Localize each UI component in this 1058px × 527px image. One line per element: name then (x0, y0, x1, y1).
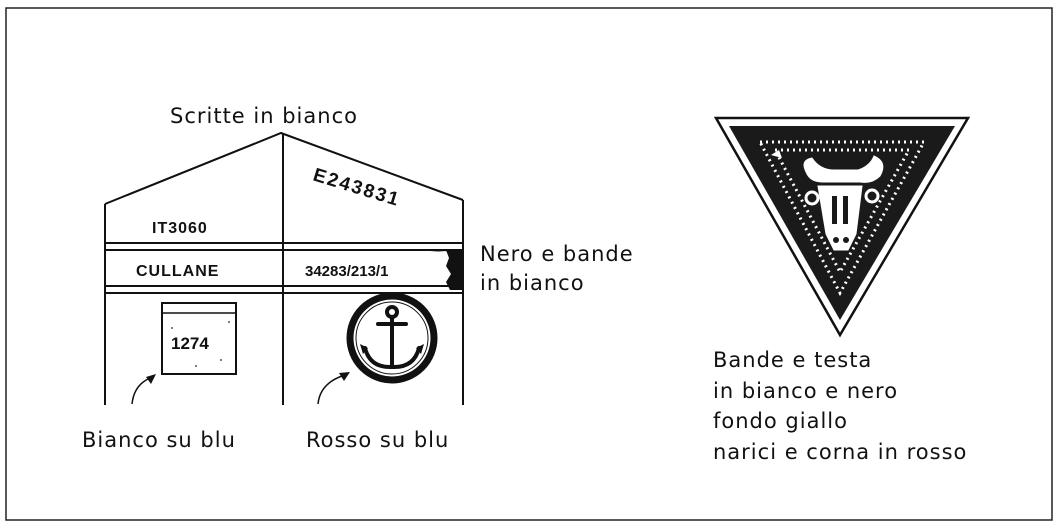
anchor-ring (346, 292, 438, 384)
anchor-leader (317, 375, 343, 405)
bull-mark-right (843, 196, 848, 224)
bull-head-icon (713, 116, 971, 338)
plate-arrowhead (146, 374, 156, 384)
bull-ear-right (864, 188, 880, 204)
plate-outline (161, 302, 237, 375)
anchor-inner-ring (355, 301, 429, 375)
label-top: Scritte in bianco (170, 104, 358, 128)
triangle-corner-mark (771, 150, 782, 158)
label-bottom-left: Bianco su blu (82, 428, 236, 452)
anchor-fluke-right (416, 344, 424, 354)
plate-number: 1274 (171, 334, 209, 353)
bull-ear-left (804, 190, 820, 206)
label-bottom-mid: Rosso su blu (306, 428, 449, 452)
anchor-icon (346, 292, 438, 384)
label-right-line3: fondo giallo (713, 409, 848, 433)
plate: 1274 (161, 302, 237, 375)
bull-horns (803, 155, 884, 183)
box-drawing (104, 131, 464, 405)
anchor-arms (363, 346, 421, 370)
label-right-line4: narici e corna in rosso (713, 440, 967, 464)
anchor-fluke-left (360, 344, 368, 354)
anchor-arrowhead (339, 372, 350, 381)
label-right-line2: in bianco e nero (713, 379, 898, 403)
label-side-line2: in bianco (480, 271, 585, 295)
label-side-line1: Nero e bande (480, 242, 634, 266)
roof-outline (104, 131, 464, 205)
label-right-line1: Bande e testa (713, 348, 872, 372)
bull-features (832, 196, 849, 243)
plate-dot (195, 365, 197, 367)
leader-arrows (131, 375, 343, 405)
code-left: IT3060 (152, 220, 208, 237)
bull-head (803, 155, 884, 251)
name-left: CULLANE (136, 263, 219, 280)
bull-face (817, 185, 863, 251)
number-right: 34283/213/1 (305, 263, 388, 280)
plate-dot (220, 359, 222, 361)
plate-dot (171, 327, 173, 329)
plate-leader (131, 377, 151, 405)
bull-mark-left (832, 196, 837, 224)
bull-nostril-left (833, 237, 839, 243)
black-band-block (430, 250, 463, 290)
page-border (5, 7, 1053, 521)
bull-nostril-right (843, 237, 849, 243)
plate-dot (228, 321, 230, 323)
code-right: E243831 (311, 165, 403, 211)
